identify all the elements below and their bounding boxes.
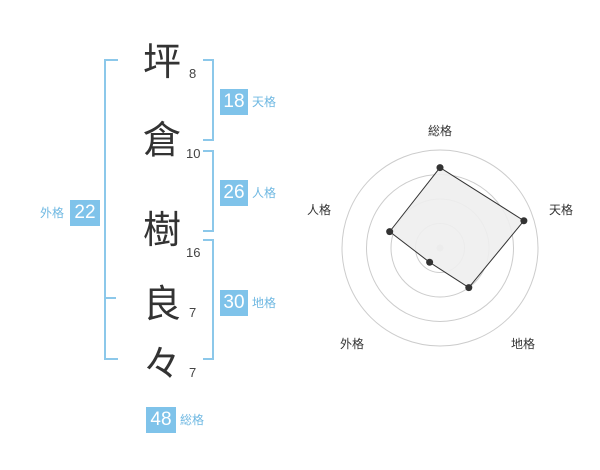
stroke-count-3: 16 [186,245,201,260]
name-char-2: 倉 [142,118,181,162]
gaikaku-bracket-tick [104,297,116,299]
radar-point-4 [386,228,394,236]
radar-points [386,164,528,292]
gaikaku-bracket [104,59,118,360]
jinkaku-bracket [203,150,214,232]
name-char-3: 樹 [142,208,181,252]
radar-axis-label-soukaku: 総格 [428,124,453,138]
stroke-count-2: 10 [186,146,201,161]
jinkaku-value: 26 [220,180,248,206]
radar-point-1 [520,217,528,225]
radar-axis-label-chikaku: 地格 [511,337,536,351]
soukaku-value: 48 [146,407,176,433]
radar-point-3 [426,258,434,266]
stroke-count-1: 8 [189,66,197,81]
stroke-count-4: 7 [189,305,197,320]
name-char-5: 々 [142,342,181,386]
stroke-count-5: 7 [189,365,197,380]
radar-polygon [388,166,525,289]
radar-ring-4 [341,149,539,347]
tenkaku-bracket [203,59,214,141]
chikaku-bracket [203,239,214,360]
name-char-1: 坪 [142,40,181,84]
chikaku-label: 地格 [252,296,277,310]
radar-axis-label-gaikaku: 外格 [340,337,365,351]
soukaku-label: 総格 [180,413,205,427]
gaikaku-label: 外格 [40,206,65,220]
name-char-4: 良 [142,282,181,326]
tenkaku-label: 天格 [252,95,277,109]
radar-polygon-group [388,166,525,289]
radar-point-0 [436,164,444,172]
radar-axis-label-jinkaku: 人格 [307,203,332,217]
chikaku-value: 30 [220,290,248,316]
gaikaku-value: 22 [70,200,100,226]
tenkaku-value: 18 [220,89,248,115]
jinkaku-label: 人格 [252,186,277,200]
radar-point-2 [465,284,473,292]
radar-axis-label-tenkaku: 天格 [549,203,574,217]
